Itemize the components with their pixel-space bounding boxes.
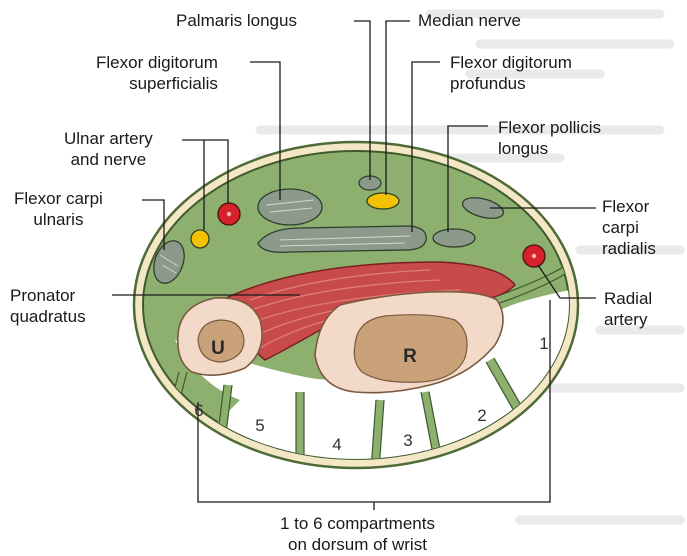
ulnar-artery-nerve-label: Ulnar artery and nerve — [64, 128, 153, 170]
fdp-label: Flexor digitorum profundus — [450, 52, 572, 94]
median-nerve-label: Median nerve — [418, 10, 521, 31]
radial-artery-label-line-1: Radial — [604, 288, 652, 309]
ulnar-nerve-dot — [191, 230, 209, 248]
fpl-label: Flexor pollicis longus — [498, 117, 601, 159]
radial-artery-lumen — [532, 254, 536, 258]
pq-label-line-1: Pronator — [10, 285, 86, 306]
fds-label: Flexor digitorum superficialis — [96, 52, 218, 94]
ulnar-label-line-2: and nerve — [64, 149, 153, 170]
caption-line-2: on dorsum of wrist — [280, 534, 435, 555]
fcu-label-line-2: ulnaris — [14, 209, 103, 230]
compartment-1-label: 1 — [539, 334, 548, 353]
fdp-label-line-2: profundus — [450, 73, 572, 94]
fdp-label-line-1: Flexor digitorum — [450, 52, 572, 73]
compartment-2-label: 2 — [477, 406, 486, 425]
fcu-label: Flexor carpi ulnaris — [14, 188, 103, 230]
caption-line-1: 1 to 6 compartments — [280, 513, 435, 534]
pq-label-line-2: quadratus — [10, 306, 86, 327]
compartment-3-label: 3 — [403, 431, 412, 450]
fdp-tendon — [258, 226, 426, 252]
fpl-tendon — [433, 229, 475, 247]
fcr-label-line-2: carpi — [602, 217, 656, 238]
fds-label-line-1: Flexor digitorum — [96, 52, 218, 73]
compartments-caption: 1 to 6 compartments on dorsum of wrist — [280, 513, 435, 555]
palmaris-longus-label: Palmaris longus — [176, 10, 297, 31]
radius-label: R — [403, 346, 417, 367]
fds-label-line-2: superficialis — [96, 73, 218, 94]
ulna-label: U — [211, 338, 225, 359]
radial-artery-label: Radial artery — [604, 288, 652, 330]
fcu-label-line-1: Flexor carpi — [14, 188, 103, 209]
fpl-label-line-1: Flexor pollicis — [498, 117, 601, 138]
ulnar-label-line-1: Ulnar artery — [64, 128, 153, 149]
compartment-6-label: 6 — [194, 401, 203, 420]
ulnar-artery-lumen — [227, 212, 231, 216]
fcr-label-line-1: Flexor — [602, 196, 656, 217]
fcr-label: Flexor carpi radialis — [602, 196, 656, 259]
median-nerve-dot — [367, 193, 399, 209]
fds-tendon — [258, 189, 322, 225]
pronator-quadratus-label: Pronator quadratus — [10, 285, 86, 327]
compartment-5-label: 5 — [255, 416, 264, 435]
radial-artery-label-line-2: artery — [604, 309, 652, 330]
fpl-label-line-2: longus — [498, 138, 601, 159]
fcr-label-line-3: radialis — [602, 238, 656, 259]
compartment-4-label: 4 — [332, 435, 341, 454]
